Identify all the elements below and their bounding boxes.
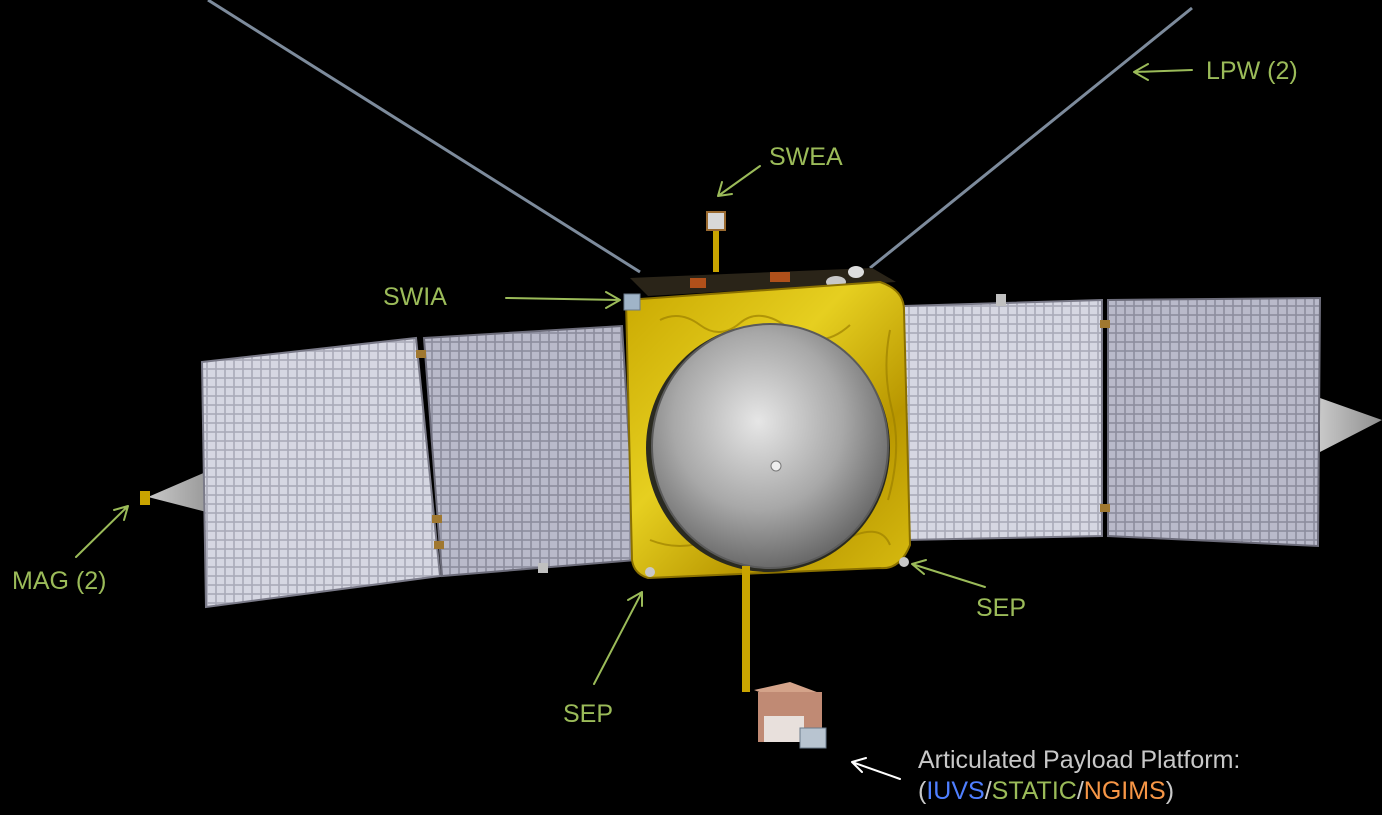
mag-arrow bbox=[75, 505, 129, 558]
swea-arrow bbox=[717, 165, 761, 197]
label-lpw: LPW (2) bbox=[1206, 57, 1298, 85]
hinge-right bbox=[1100, 320, 1110, 328]
hinge-left-2 bbox=[432, 515, 442, 523]
hinge-left bbox=[416, 350, 426, 358]
label-swea: SWEA bbox=[769, 143, 843, 171]
solar-panel-right-outer bbox=[1107, 296, 1322, 548]
platform-close-paren: ) bbox=[1165, 777, 1175, 805]
high-gain-antenna bbox=[651, 323, 889, 569]
label-swia: SWIA bbox=[383, 283, 447, 311]
sep-right-arrow bbox=[911, 559, 986, 588]
swia-sensor bbox=[623, 293, 641, 311]
platform-static: STATIC bbox=[991, 777, 1077, 805]
panel-tab-right bbox=[996, 294, 1006, 306]
panel-foot-left bbox=[538, 563, 548, 573]
platform-slash-1: / bbox=[984, 777, 992, 805]
lpw-boom-left bbox=[207, 0, 641, 274]
hinge-left-3 bbox=[434, 541, 444, 549]
label-mag: MAG (2) bbox=[12, 567, 107, 595]
platform-iuvs: IUVS bbox=[926, 777, 985, 805]
platform-open-paren: ( bbox=[918, 777, 927, 805]
solar-panel-right-inner bbox=[903, 298, 1103, 542]
label-sep-bottom: SEP bbox=[563, 700, 614, 728]
swea-boom bbox=[713, 228, 719, 272]
sep-bottom-arrow bbox=[593, 591, 643, 685]
label-platform-instruments: (IUVS/STATIC/NGIMS) bbox=[918, 777, 1174, 805]
deck-part-4 bbox=[690, 278, 706, 288]
solar-panel-left-outer bbox=[200, 336, 442, 609]
label-sep-right: SEP bbox=[976, 594, 1027, 622]
swia-arrow bbox=[505, 291, 621, 309]
sep-sensor-right bbox=[899, 557, 909, 567]
solar-panel-left-inner bbox=[422, 324, 638, 578]
lpw-boom-right bbox=[869, 6, 1193, 270]
platform-ngims: NGIMS bbox=[1083, 777, 1166, 805]
platform-slash-2: / bbox=[1076, 777, 1084, 805]
dish-center bbox=[770, 460, 782, 472]
sep-sensor-left bbox=[645, 567, 655, 577]
mag-boom-right bbox=[1320, 398, 1382, 452]
label-platform-title: Articulated Payload Platform: bbox=[918, 746, 1241, 774]
platform-arrow bbox=[851, 757, 901, 780]
payload-platform-face bbox=[764, 716, 804, 742]
payload-instrument bbox=[799, 727, 827, 749]
mag-sensor-left bbox=[140, 491, 150, 505]
hinge-right-2 bbox=[1100, 504, 1110, 512]
payload-boom bbox=[742, 566, 750, 692]
swea-sensor bbox=[706, 211, 726, 231]
spacecraft-top-deck bbox=[630, 268, 896, 296]
deck-part-3 bbox=[770, 272, 790, 282]
deck-instrument-2 bbox=[848, 266, 864, 278]
lpw-arrow bbox=[1133, 63, 1193, 81]
